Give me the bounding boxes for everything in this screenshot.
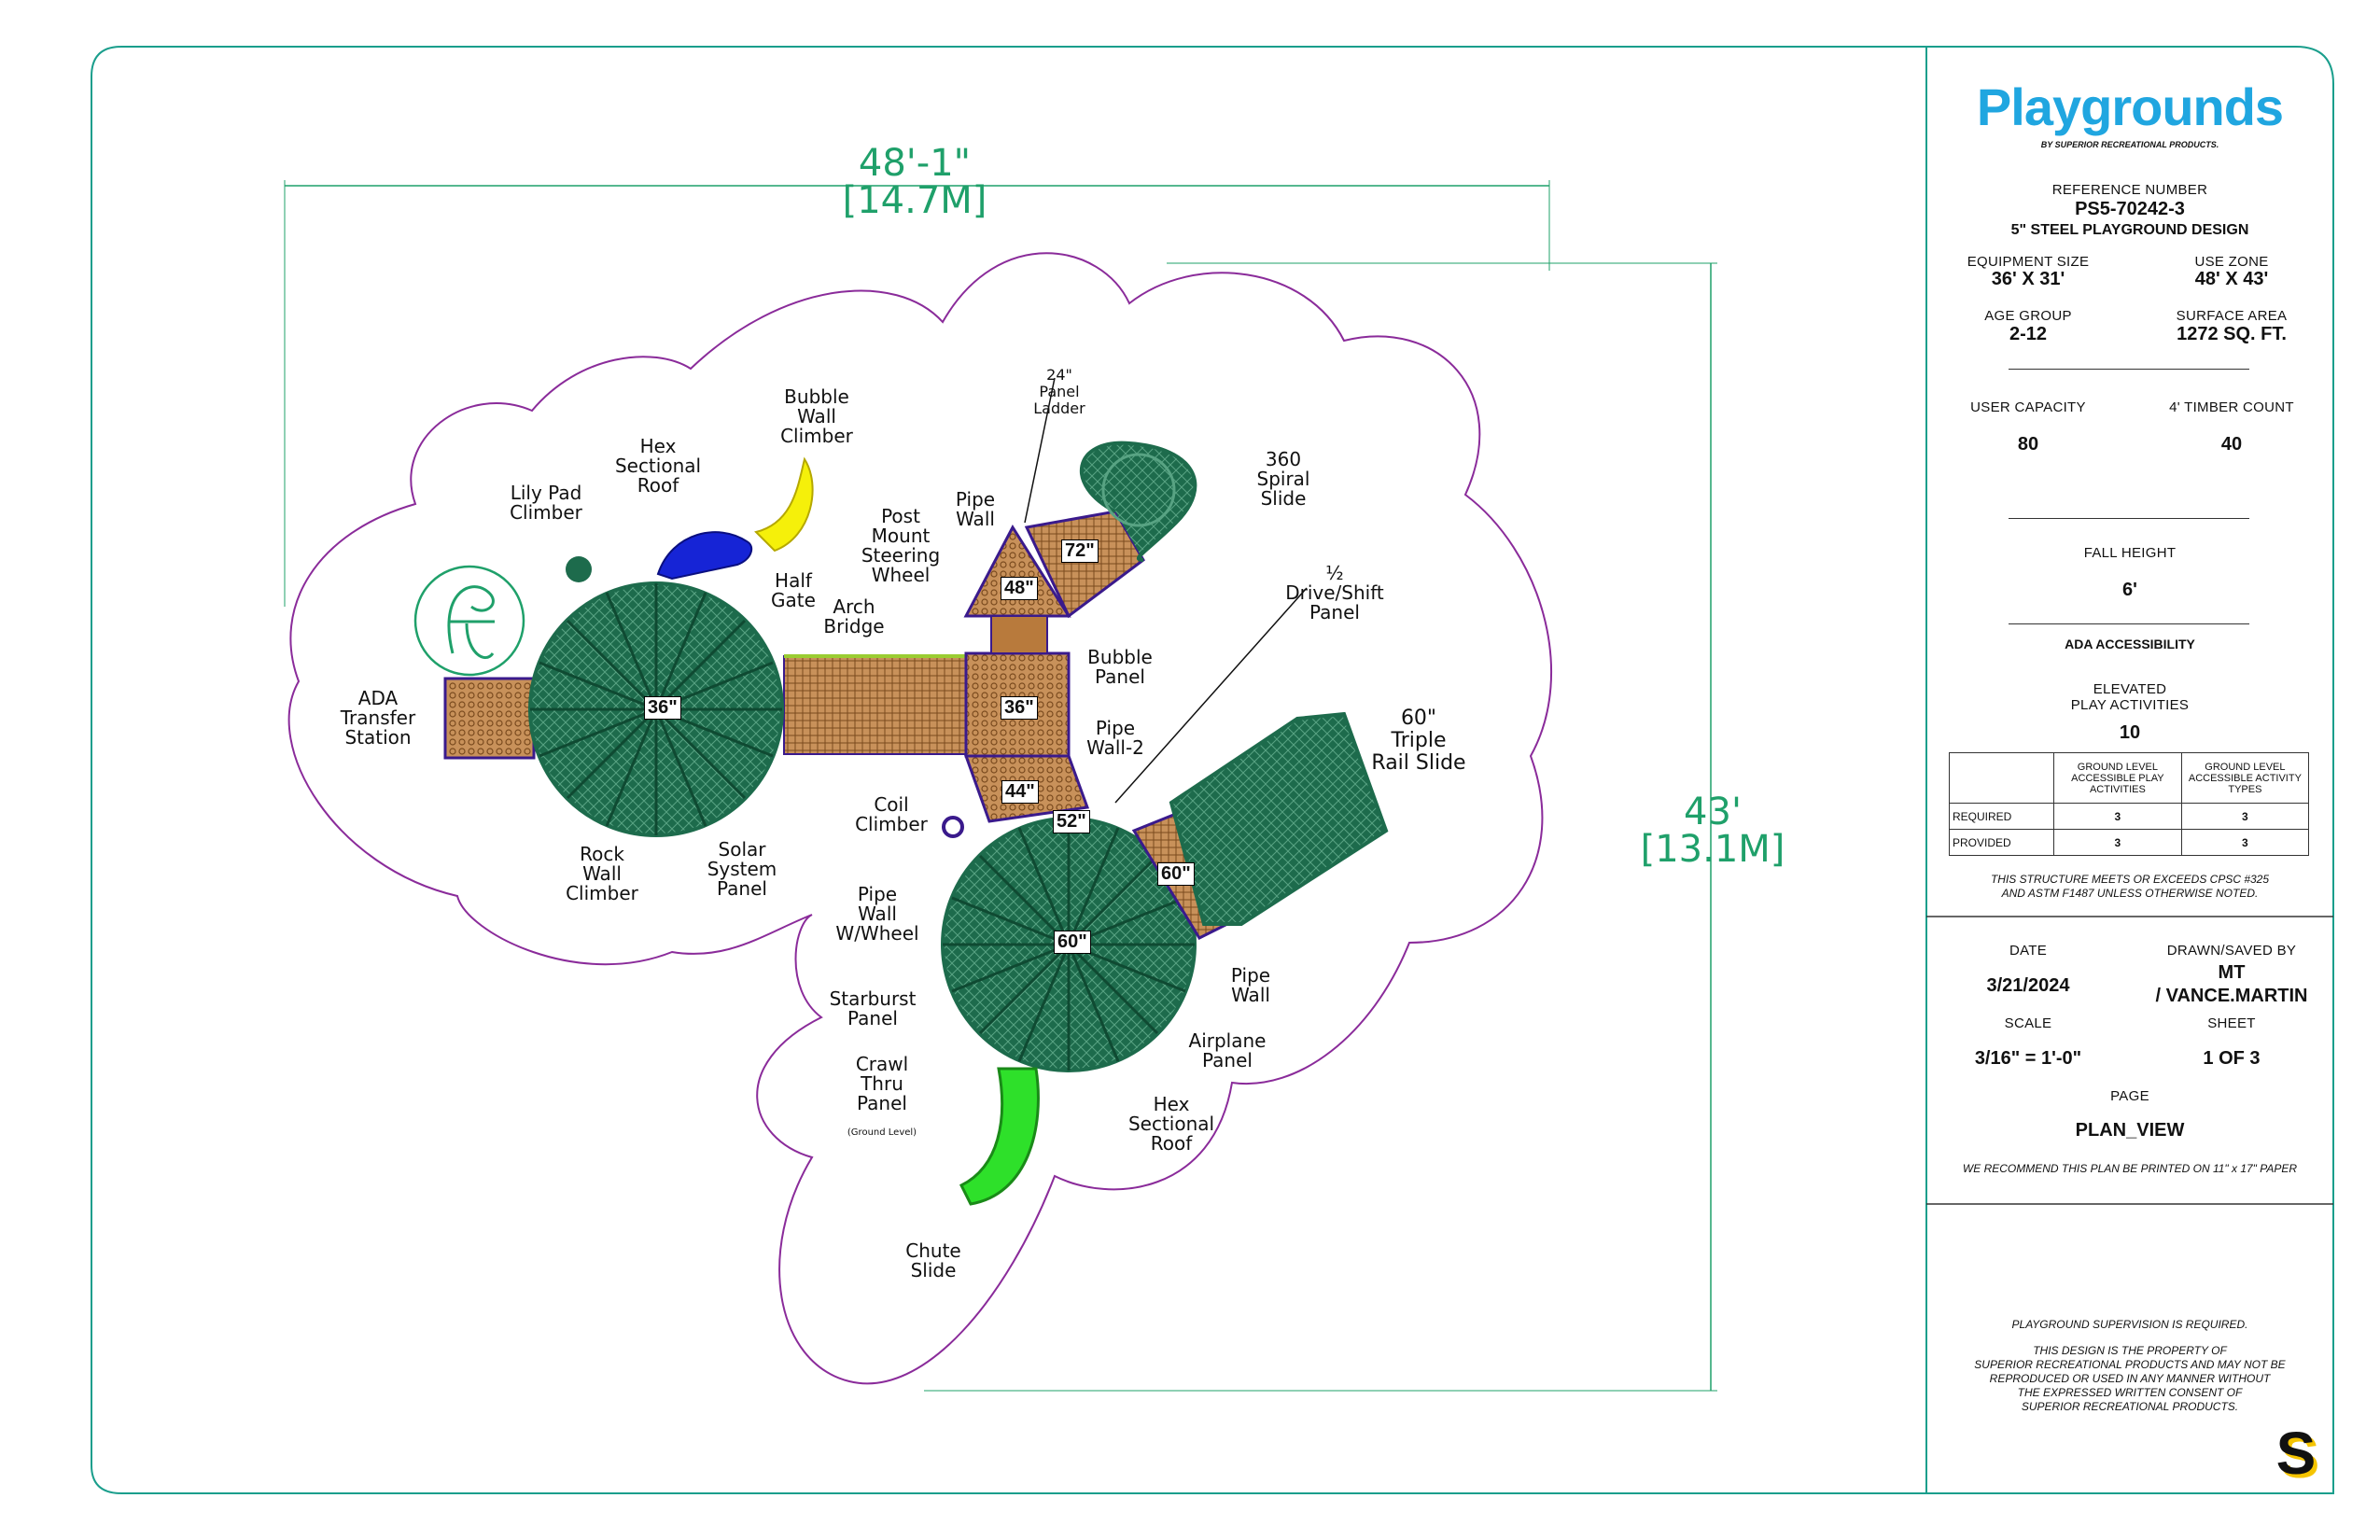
divider — [2009, 369, 2249, 370]
deck-height-tag: 60" — [1157, 862, 1195, 886]
depth-dimension-label: 43' [13.1M] — [1640, 791, 1785, 871]
deck-height-tag: 52" — [1053, 810, 1090, 833]
ada-table: GROUND LEVEL ACCESSIBLE PLAY ACTIVITIES … — [1949, 752, 2310, 856]
label-pipe-wall-top: Pipe Wall — [955, 488, 996, 530]
deck-height-tag: 36" — [1001, 696, 1038, 720]
label-pipe-wall-bottom: Pipe Wall — [1230, 964, 1271, 1006]
drawn-label: DRAWN/SAVED BY — [2166, 943, 2297, 959]
property-note: THIS DESIGN IS THE PROPERTY OF SUPERIOR … — [1974, 1344, 2286, 1413]
divider — [2009, 623, 2249, 624]
corner-logo-icon: S — [2275, 1420, 2317, 1487]
deck-height-tag: 44" — [1001, 780, 1039, 804]
brand-tagline: BY SUPERIOR RECREATIONAL PRODUCTS. — [2040, 140, 2219, 149]
page-name: PLAN_VIEW — [2075, 1120, 2185, 1141]
ada-table-cell: 3 — [2180, 803, 2310, 830]
reference-label: REFERENCE NUMBER — [2051, 182, 2208, 198]
ada-table-cell: 3 — [2053, 803, 2182, 830]
label-bubble-wall: Bubble Wall Climber — [780, 385, 853, 447]
use-zone: 48' X 43' — [2194, 269, 2269, 289]
ada-table-cell: 3 — [2180, 829, 2310, 856]
print-note: WE RECOMMEND THIS PLAN BE PRINTED ON 11"… — [1962, 1162, 2298, 1175]
user-capacity-label: USER CAPACITY — [1970, 399, 2086, 415]
deck-height-tag: 36" — [644, 696, 681, 720]
label-rock-wall: Rock Wall Climber — [566, 843, 638, 904]
label-hex-roof-bottom: Hex Sectional Roof — [1127, 1093, 1215, 1155]
label-post-mount: Post Mount Steering Wheel — [861, 505, 941, 586]
label-solar-system: Solar System Panel — [707, 838, 777, 900]
label-crawl-thru: Crawl Thru Panel — [855, 1053, 909, 1114]
timber-count: 40 — [2220, 434, 2243, 455]
label-ada-transfer: ADA Transfer Station — [340, 687, 416, 749]
lily-pad-climber — [566, 556, 592, 582]
sheet-number: 1 OF 3 — [2203, 1048, 2261, 1069]
sheet-border — [91, 46, 2334, 1494]
surface-area: 1272 SQ. FT. — [2177, 324, 2287, 344]
label-arch-bridge: Arch Bridge — [823, 595, 885, 637]
age-group-label: AGE GROUP — [1984, 308, 2072, 324]
sheet-label: SHEET — [2207, 1015, 2256, 1031]
drawn-by: MT / VANCE.MARTIN — [2155, 962, 2308, 1006]
surface-area-label: SURFACE AREA — [2176, 308, 2288, 324]
arch-bridge — [783, 655, 976, 755]
triple-rail-slide — [1169, 711, 1389, 926]
use-zone-outline — [287, 252, 1553, 1385]
label-lily-pad: Lily Pad Climber — [510, 482, 582, 524]
label-starburst: Starburst Panel — [829, 987, 917, 1029]
age-group: 2-12 — [2009, 324, 2048, 344]
label-hex-roof-top: Hex Sectional Roof — [614, 435, 702, 497]
deck-height-tag: 72" — [1061, 539, 1099, 563]
user-capacity: 80 — [2017, 434, 2039, 455]
ada-table-cell: REQUIRED — [1949, 803, 2054, 830]
deck-height-tag: 48" — [1001, 577, 1038, 600]
spiral-slide — [1079, 441, 1197, 562]
deck-height-tag: 60" — [1054, 931, 1091, 954]
brand-logo: Playgrounds — [1976, 77, 2284, 136]
label-spiral-slide: 360 Spiral Slide — [1256, 448, 1310, 510]
bubble-wall-climber — [754, 456, 814, 553]
ada-table-header — [1949, 752, 2054, 804]
label-chute-slide: Chute Slide — [905, 1239, 961, 1281]
fall-height-label: FALL HEIGHT — [2083, 545, 2177, 561]
reference-number: PS5-70242-3 — [2075, 199, 2185, 219]
label-bubble-panel: Bubble Panel — [1087, 646, 1153, 688]
label-airplane: Airplane Panel — [1188, 1029, 1267, 1071]
ada-table-header: GROUND LEVEL ACCESSIBLE PLAY ACTIVITIES — [2053, 752, 2182, 804]
chute-slide — [959, 1067, 1040, 1206]
scale-label: SCALE — [2004, 1015, 2052, 1031]
blue-roof — [656, 531, 753, 581]
ada-label: ADA ACCESSIBILITY — [2065, 637, 2195, 651]
label-pipe-wall-2: Pipe Wall-2 — [1086, 717, 1144, 759]
elevated-value: 10 — [2119, 722, 2141, 743]
scale: 3/16" = 1'-0" — [1974, 1048, 2082, 1069]
ada-transfer-deck — [443, 677, 536, 760]
label-crawl-ground: (Ground Level) — [847, 1127, 917, 1138]
cpsc-note: THIS STRUCTURE MEETS OR EXCEEDS CPSC #32… — [1990, 873, 2270, 900]
label-drive-shift: ½ Drive/Shift Panel — [1285, 562, 1384, 623]
use-zone-label: USE ZONE — [2194, 254, 2269, 270]
equipment-size: 36' X 31' — [1991, 269, 2065, 289]
ada-table-cell: 3 — [2053, 829, 2182, 856]
label-half-gate: Half Gate — [771, 569, 816, 611]
timber-count-label: 4' TIMBER COUNT — [2169, 399, 2294, 415]
width-dimension-label: 48'-1" [14.7M] — [842, 142, 987, 222]
page-label: PAGE — [2110, 1088, 2149, 1104]
label-coil-climber: Coil Climber — [855, 793, 928, 835]
label-triple-rail: 60" Triple Rail Slide — [1371, 707, 1466, 775]
ada-logo-icon — [413, 565, 525, 677]
label-pipe-wall-wheel: Pipe Wall W/Wheel — [835, 883, 919, 945]
fall-height: 6' — [2122, 580, 2137, 600]
coil-climber-icon — [942, 816, 964, 838]
design-name: 5" STEEL PLAYGROUND DESIGN — [2010, 222, 2249, 238]
ada-table-cell: PROVIDED — [1949, 829, 2054, 856]
label-panel-ladder: 24" Panel Ladder — [1033, 366, 1085, 417]
date: 3/21/2024 — [1986, 975, 2070, 996]
supervision-note: PLAYGROUND SUPERVISION IS REQUIRED. — [2011, 1318, 2248, 1331]
equipment-size-label: EQUIPMENT SIZE — [1967, 254, 2090, 270]
ada-table-header: GROUND LEVEL ACCESSIBLE ACTIVITY TYPES — [2180, 752, 2310, 804]
date-label: DATE — [2009, 943, 2048, 959]
elevated-label: ELEVATED PLAY ACTIVITIES — [2070, 681, 2190, 713]
divider — [2009, 518, 2249, 519]
